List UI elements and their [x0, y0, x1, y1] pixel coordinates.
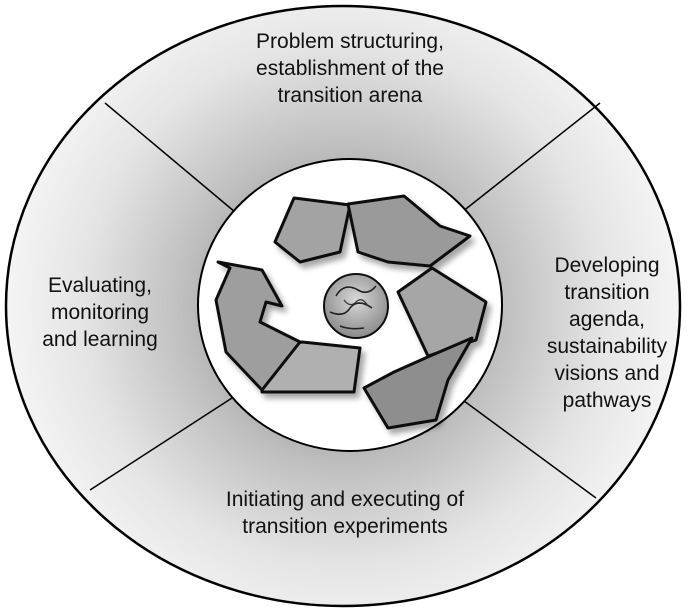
label-line: transition experiments: [242, 515, 448, 538]
divider-bottom-right: [459, 397, 597, 499]
label-line: Evaluating,: [48, 274, 152, 297]
arrow-segment-right: [396, 266, 488, 358]
label-line: Developing: [554, 254, 660, 277]
phase-label-developing-agenda: Developing transition agenda, sustainabi…: [528, 252, 686, 414]
arrow-segment-bottom-right: [362, 336, 474, 430]
sector-dividers: [89, 102, 601, 499]
divider-top-left: [104, 102, 236, 213]
phase-label-initiating-experiments: Initiating and executing of transition e…: [170, 486, 520, 540]
label-line: transition arena: [277, 84, 423, 107]
label-line: transition: [564, 281, 650, 304]
label-line: agenda,: [569, 308, 645, 331]
arrow-segment-top-left: [273, 196, 352, 264]
label-line: monitoring: [50, 301, 150, 324]
label-line: Problem structuring,: [256, 30, 444, 53]
label-line: establishment of the: [256, 57, 444, 80]
label-line: sustainability: [546, 335, 668, 358]
divider-bottom-left: [89, 397, 233, 491]
label-line: and learning: [42, 328, 158, 351]
arrow-segment-left: [214, 260, 302, 392]
globe-icon: [323, 273, 389, 339]
phase-label-problem-structuring: Problem structuring, establishment of th…: [200, 28, 500, 109]
phase-label-evaluating: Evaluating, monitoring and learning: [10, 272, 190, 353]
label-line: pathways: [562, 389, 652, 412]
label-line: visions and: [554, 362, 660, 385]
arrow-segment-top: [346, 194, 472, 268]
recycle-arrows-icon: [214, 194, 488, 430]
divider-top-right: [461, 102, 601, 213]
label-line: Initiating and executing of: [225, 488, 465, 511]
